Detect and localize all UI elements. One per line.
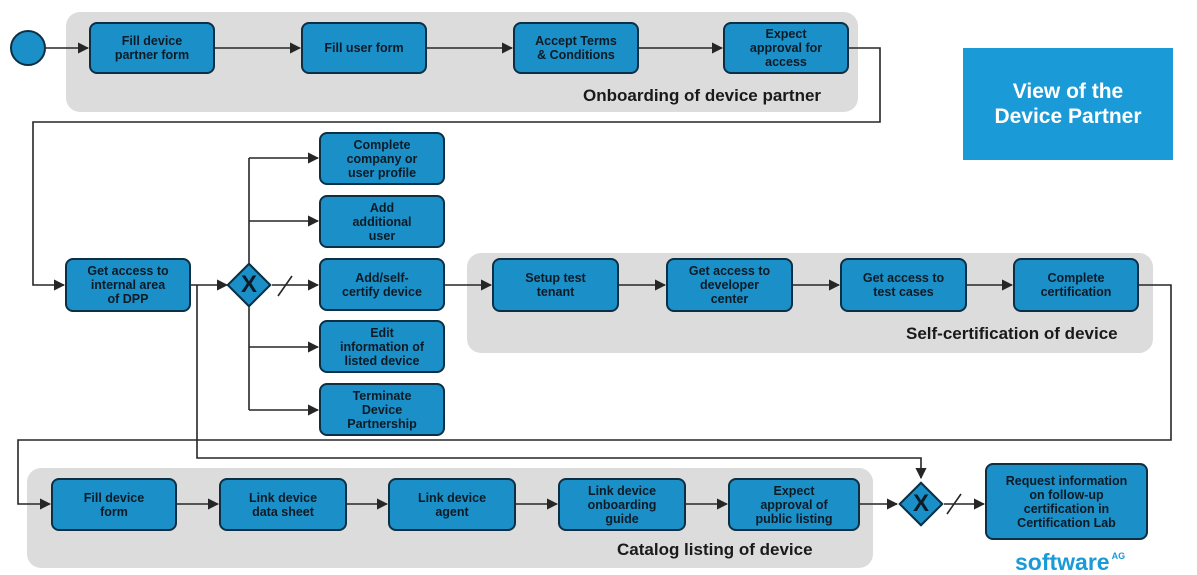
task-fill-user-form[interactable]: Fill user form <box>301 22 427 74</box>
start-event-circle <box>10 30 46 66</box>
gateway-2-x-icon: X <box>912 490 929 517</box>
page-title: View of the Device Partner <box>963 48 1173 160</box>
logo-text: software <box>1015 549 1110 575</box>
task-fill-device-form[interactable]: Fill device form <box>51 478 177 531</box>
gateway-1-x-icon: X <box>240 271 257 298</box>
task-expect-approval-listing[interactable]: Expect approval of public listing <box>728 478 860 531</box>
task-access-developer-center[interactable]: Get access to developer center <box>666 258 793 312</box>
task-add-additional-user[interactable]: Add additional user <box>319 195 445 248</box>
task-request-follow-up[interactable]: Request information on follow-up certifi… <box>985 463 1148 540</box>
task-terminate-partnership[interactable]: Terminate Device Partnership <box>319 383 445 436</box>
task-add-certify-device[interactable]: Add/self- certify device <box>319 258 445 311</box>
task-access-test-cases[interactable]: Get access to test cases <box>840 258 967 312</box>
task-accept-terms[interactable]: Accept Terms & Conditions <box>513 22 639 74</box>
task-link-agent[interactable]: Link device agent <box>388 478 516 531</box>
task-link-data-sheet[interactable]: Link device data sheet <box>219 478 347 531</box>
task-fill-device-partner-form[interactable]: Fill device partner form <box>89 22 215 74</box>
group-label-self-certification: Self-certification of device <box>906 324 1118 343</box>
software-ag-logo: software AG <box>1015 550 1125 574</box>
logo-suffix: AG <box>1111 551 1126 561</box>
group-label-catalog: Catalog listing of device <box>617 540 813 559</box>
task-setup-test-tenant[interactable]: Setup test tenant <box>492 258 619 312</box>
task-complete-profile[interactable]: Complete company or user profile <box>319 132 445 185</box>
group-label-onboarding: Onboarding of device partner <box>583 86 822 105</box>
task-complete-certification[interactable]: Complete certification <box>1013 258 1139 312</box>
task-expect-approval-access[interactable]: Expect approval for access <box>723 22 849 74</box>
task-edit-listed-device[interactable]: Edit information of listed device <box>319 320 445 373</box>
task-get-access-internal-area[interactable]: Get access to internal area of DPP <box>65 258 191 312</box>
task-link-onboarding-guide[interactable]: Link device onboarding guide <box>558 478 686 531</box>
